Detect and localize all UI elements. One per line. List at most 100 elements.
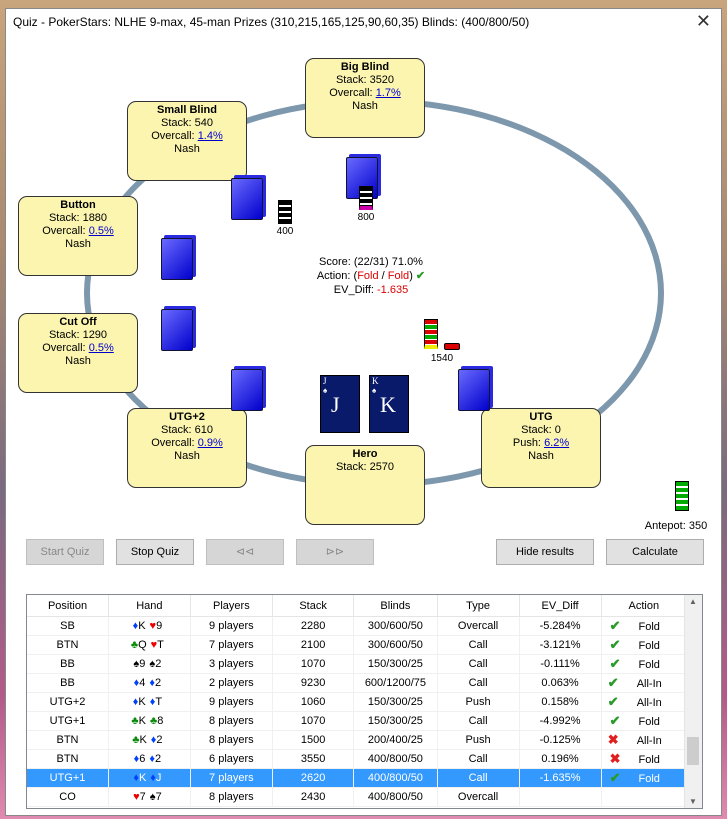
- col-stack[interactable]: Stack: [272, 595, 355, 617]
- table-header: Position Hand Players Stack Blinds Type …: [27, 595, 688, 617]
- seat-cut-off: Cut Off Stack: 1290 Overcall: 0.5% Nash: [18, 313, 138, 393]
- cell-ev-diff: -0.111%: [519, 654, 602, 674]
- col-position[interactable]: Position: [27, 595, 110, 617]
- seat-stack: Stack: 0: [521, 424, 561, 436]
- card-rank: K: [139, 734, 147, 746]
- suit-icon: ♦: [133, 772, 139, 784]
- cell-ev-diff: -1.635%: [519, 768, 602, 788]
- cell-blinds: 400/800/50: [353, 749, 438, 769]
- scroll-up-icon[interactable]: ▲: [689, 597, 697, 606]
- col-blinds[interactable]: Blinds: [353, 595, 438, 617]
- overcall-link[interactable]: 0.5%: [88, 342, 114, 354]
- suit-icon: ♦: [133, 677, 140, 689]
- check-icon: ✔: [607, 694, 619, 709]
- scroll-thumb[interactable]: [687, 737, 699, 765]
- poker-table: Big Blind Stack: 3520 Overcall: 1.7% Nas…: [6, 35, 721, 535]
- title-bar: Quiz - PokerStars: NLHE 9-max, 45-man Pr…: [6, 9, 721, 35]
- window-title: Quiz - PokerStars: NLHE 9-max, 45-man Pr…: [13, 15, 530, 29]
- card-rank: J: [155, 772, 162, 784]
- seat-button: Button Stack: 1880 Overcall: 0.5% Nash: [18, 196, 138, 276]
- forward-button[interactable]: ⊳⊳: [296, 539, 374, 565]
- calculate-button[interactable]: Calculate: [606, 539, 704, 565]
- cell-type: Push: [437, 730, 520, 750]
- chip-stack-utg: [424, 319, 438, 349]
- cell-action: ✔Fold: [601, 635, 688, 655]
- card-rank: T: [157, 639, 164, 651]
- bet-small-blind: 400: [276, 226, 294, 237]
- seat-push: Push: 6.2%: [512, 437, 570, 449]
- col-ev-diff[interactable]: EV_Diff: [519, 595, 602, 617]
- suit-icon: ♠: [133, 658, 140, 670]
- card-rank: K: [138, 696, 146, 708]
- card-back-utg: [458, 369, 490, 411]
- start-quiz-button[interactable]: Start Quiz: [26, 539, 104, 565]
- cell-players: 8 players: [190, 730, 274, 750]
- push-link[interactable]: 6.2%: [544, 437, 570, 449]
- card-rank: 9: [156, 620, 163, 632]
- col-hand[interactable]: Hand: [108, 595, 191, 617]
- hide-results-button[interactable]: Hide results: [496, 539, 594, 565]
- close-icon[interactable]: ✕: [695, 11, 711, 31]
- seat-big-blind: Big Blind Stack: 3520 Overcall: 1.7% Nas…: [305, 58, 425, 138]
- seat-hero: Hero Stack: 2570: [305, 445, 425, 525]
- score-line: Score: (22/31) 71.0%: [319, 256, 423, 268]
- results-table: Position Hand Players Stack Blinds Type …: [26, 594, 703, 809]
- seat-strategy: Nash: [65, 355, 91, 367]
- card-rank: K: [138, 620, 146, 632]
- overcall-link[interactable]: 0.5%: [88, 225, 114, 237]
- cell-position: UTG+1: [27, 711, 110, 731]
- col-players[interactable]: Players: [190, 595, 274, 617]
- spade-icon: ♠: [323, 386, 328, 395]
- cell-hand: ♦4♦2: [108, 673, 191, 693]
- cell-players: 8 players: [190, 711, 274, 731]
- action-text: Fold: [638, 659, 660, 671]
- cell-action: ✔ Fold: [601, 654, 688, 674]
- scroll-down-icon[interactable]: ▼: [689, 797, 697, 806]
- cell-hand: ♣K♦2: [108, 730, 191, 750]
- cell-hand: ♦K♥9: [108, 616, 191, 636]
- vertical-scrollbar[interactable]: ▲ ▼: [684, 595, 702, 808]
- seat-utg: UTG Stack: 0 Push: 6.2% Nash: [481, 408, 601, 488]
- bet-big-blind: 800: [357, 212, 375, 223]
- seat-strategy: Nash: [174, 143, 200, 155]
- cell-type: Call: [437, 654, 520, 674]
- chip-single-utg: [444, 343, 460, 350]
- action-text: Fold: [638, 640, 660, 652]
- col-type[interactable]: Type: [437, 595, 520, 617]
- check-icon: ✔: [609, 656, 621, 671]
- overcall-link[interactable]: 1.7%: [375, 87, 401, 99]
- cell-blinds: 300/600/50: [353, 616, 438, 636]
- seat-utg-plus-2: UTG+2 Stack: 610 Overcall: 0.9% Nash: [127, 408, 247, 488]
- cell-action: ✖All-In: [601, 730, 688, 750]
- seat-overcall: Overcall: 0.9%: [151, 437, 223, 449]
- check-icon: ✔: [609, 713, 621, 728]
- cell-action: ✖Fold: [601, 749, 688, 769]
- cell-ev-diff: [519, 787, 602, 807]
- col-action[interactable]: Action: [601, 595, 688, 617]
- card-rank: 7: [139, 791, 146, 803]
- card-back-utg-plus-2: [231, 369, 263, 411]
- card-rank: 4: [139, 677, 146, 689]
- card-rank: 7: [155, 791, 162, 803]
- overcall-link[interactable]: 0.9%: [197, 437, 223, 449]
- card-back-button: [161, 238, 193, 280]
- cell-players: 2 players: [190, 673, 274, 693]
- suit-icon: ♣: [130, 639, 139, 651]
- overcall-link[interactable]: 1.4%: [197, 130, 223, 142]
- cell-ev-diff: 0.158%: [519, 692, 602, 712]
- rewind-button[interactable]: ⊲⊲: [206, 539, 284, 565]
- cell-position: CO: [27, 787, 110, 807]
- stop-quiz-button[interactable]: Stop Quiz: [116, 539, 194, 565]
- cell-blinds: 150/300/25: [353, 654, 438, 674]
- cell-type: Push: [437, 692, 520, 712]
